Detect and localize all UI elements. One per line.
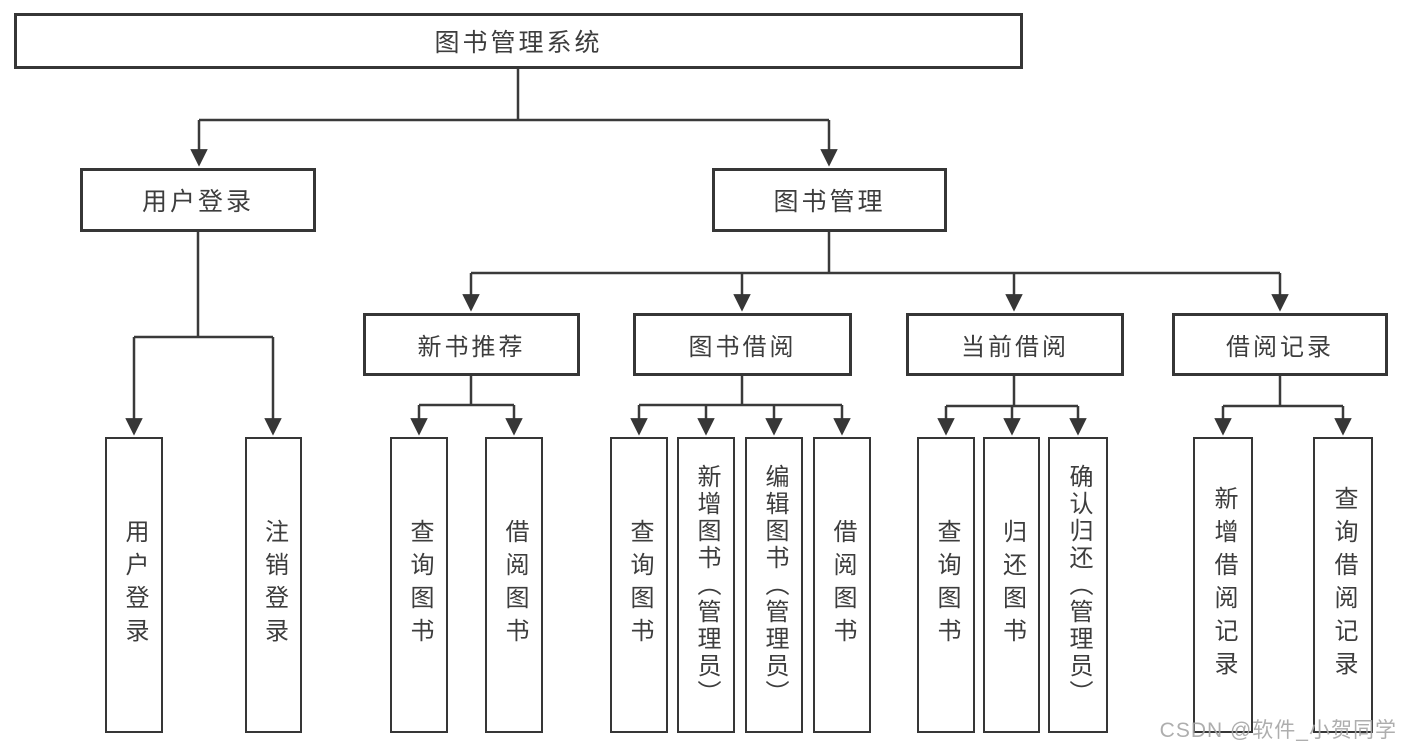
node-leaf-bb-edit-book-admin: 编辑图书（管理员） [745, 437, 803, 733]
leaf-label: 新增借阅记录 [1210, 486, 1237, 684]
node-leaf-bb-borrow-books: 借阅图书 [813, 437, 871, 733]
node-leaf-cb-query-books: 查询图书 [917, 437, 975, 733]
leaf-label: 编辑图书（管理员） [761, 463, 788, 707]
connector-current-borrowing-trunk [946, 376, 1078, 408]
node-borrowing-records: 借阅记录 [1172, 313, 1388, 376]
connector-user-login-trunk [134, 232, 273, 339]
leaf-label: 归还图书 [998, 519, 1026, 651]
connector-borrowing-records-trunk [1223, 376, 1343, 408]
node-library-management-system: 图书管理系统 [14, 13, 1023, 69]
node-leaf-cb-confirm-return-admin: 确认归还（管理员） [1048, 437, 1108, 733]
connector-root-trunk [199, 69, 829, 122]
connector-new-book-trunk [419, 376, 514, 407]
node-leaf-bb-query-books: 查询图书 [610, 437, 668, 733]
leaf-label: 查询借阅记录 [1330, 486, 1357, 684]
node-leaf-nb-query-books: 查询图书 [390, 437, 448, 733]
leaf-label: 用户登录 [121, 519, 148, 651]
leaf-label: 确认归还（管理员） [1065, 463, 1092, 707]
leaf-label: 借阅图书 [501, 519, 528, 651]
node-leaf-user-login: 用户登录 [105, 437, 163, 733]
node-user-login: 用户登录 [80, 168, 316, 232]
node-book-management: 图书管理 [712, 168, 947, 232]
leaf-label: 查询图书 [933, 519, 960, 651]
connector-book-management-trunk [471, 232, 1280, 275]
leaf-label: 借阅图书 [829, 519, 856, 651]
leaf-label: 注销登录 [260, 519, 288, 651]
connector-book-borrowing-trunk [639, 376, 842, 407]
node-leaf-logout: 注销登录 [245, 437, 302, 733]
node-book-borrowing: 图书借阅 [633, 313, 852, 376]
leaf-label: 新增图书（管理员） [693, 463, 720, 707]
node-current-borrowing: 当前借阅 [906, 313, 1124, 376]
node-leaf-cb-return-books: 归还图书 [983, 437, 1040, 733]
node-leaf-br-query-record: 查询借阅记录 [1313, 437, 1373, 733]
node-leaf-nb-borrow-books: 借阅图书 [485, 437, 543, 733]
csdn-watermark: CSDN @软件_小贺同学 [1159, 719, 1397, 742]
node-leaf-br-add-record: 新增借阅记录 [1193, 437, 1253, 733]
node-new-book-recommendation: 新书推荐 [363, 313, 580, 376]
leaf-label: 查询图书 [406, 519, 433, 651]
node-leaf-bb-add-book-admin: 新增图书（管理员） [677, 437, 735, 733]
leaf-label: 查询图书 [626, 519, 653, 651]
